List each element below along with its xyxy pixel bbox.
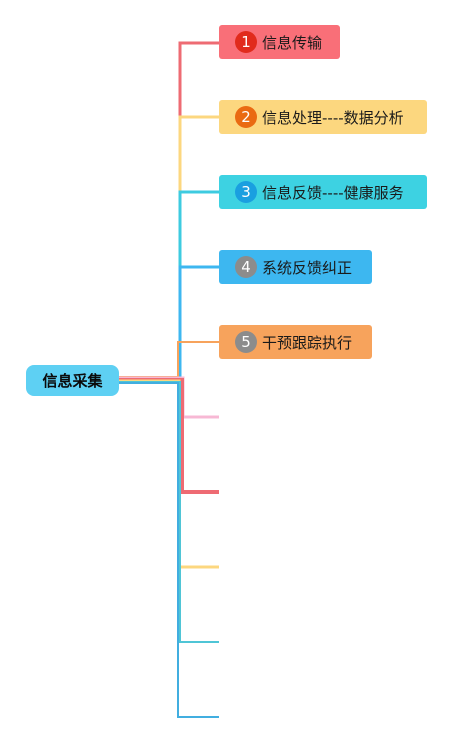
branch-node-4[interactable]: 4 系统反馈纠正 bbox=[219, 250, 372, 284]
connector-empty-2 bbox=[119, 378, 219, 494]
branch-node-5-label: 干预跟踪执行 bbox=[262, 333, 353, 352]
branch-node-1-label: 信息传输 bbox=[262, 33, 323, 52]
number-badge-4: 4 bbox=[235, 256, 257, 278]
connector-empty-4 bbox=[119, 381, 219, 643]
number-badge-3: 3 bbox=[235, 181, 257, 203]
connector-branch-5 bbox=[119, 341, 219, 378]
branch-node-5[interactable]: 5 干预跟踪执行 bbox=[219, 325, 372, 359]
branch-node-2-label: 信息处理----数据分析 bbox=[262, 108, 404, 127]
connector-branch-1 bbox=[119, 41, 219, 381]
root-node-label: 信息采集 bbox=[42, 372, 103, 390]
number-badge-1: 1 bbox=[235, 31, 257, 53]
branch-node-3-label: 信息反馈----健康服务 bbox=[262, 183, 404, 202]
connector-empty-5 bbox=[119, 382, 219, 718]
branch-node-1[interactable]: 1 信息传输 bbox=[219, 25, 340, 59]
branch-node-4-label: 系统反馈纠正 bbox=[262, 258, 353, 277]
number-badge-2: 2 bbox=[235, 106, 257, 128]
branch-node-2[interactable]: 2 信息处理----数据分析 bbox=[219, 100, 427, 134]
connector-branch-3 bbox=[119, 190, 219, 383]
branch-node-3[interactable]: 3 信息反馈----健康服务 bbox=[219, 175, 427, 209]
connector-empty-3 bbox=[119, 379, 219, 569]
root-node[interactable]: 信息采集 bbox=[26, 365, 119, 396]
connector-branch-4 bbox=[119, 265, 219, 384]
connector-branch-2 bbox=[119, 115, 219, 382]
number-badge-5: 5 bbox=[235, 331, 257, 353]
